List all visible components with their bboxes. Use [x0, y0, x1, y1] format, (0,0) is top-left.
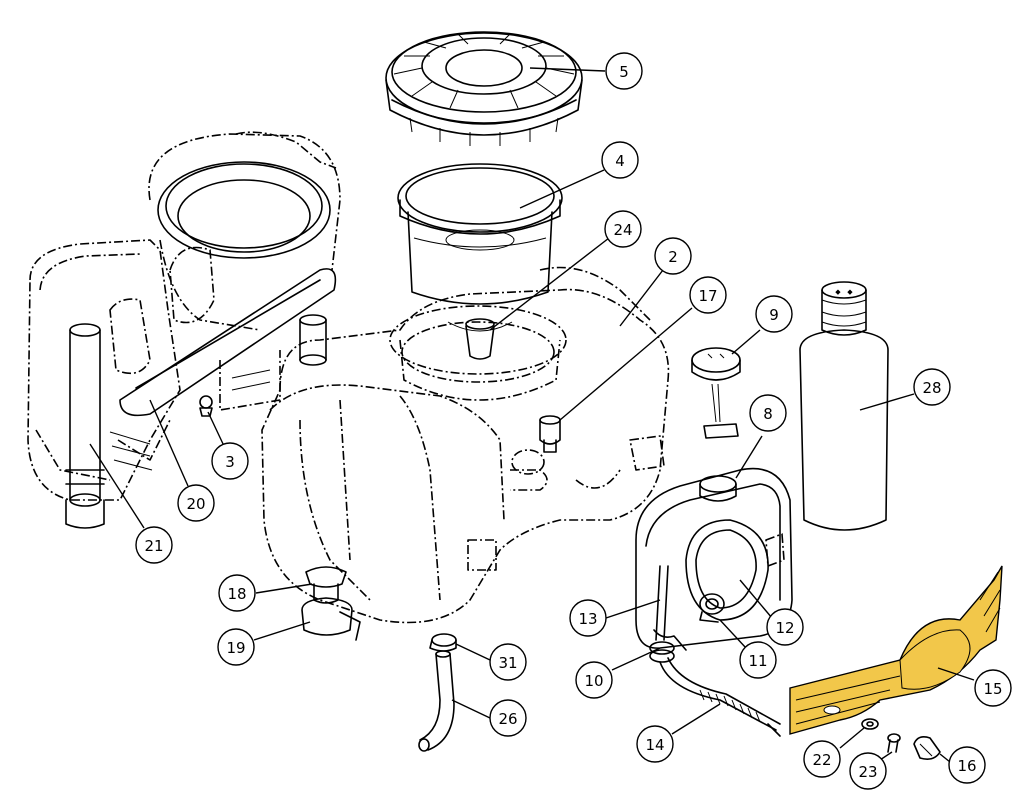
callout-4: 4	[601, 141, 639, 179]
callout-24: 24	[604, 210, 642, 248]
callout-14: 14	[636, 725, 674, 763]
svg-text:13: 13	[578, 610, 597, 628]
svg-text:5: 5	[619, 63, 629, 81]
svg-text:26: 26	[498, 710, 517, 728]
callout-12: 12	[766, 608, 804, 646]
callout-15: 15	[974, 669, 1012, 707]
part-21-left-tank	[27, 239, 181, 529]
svg-text:28: 28	[922, 379, 941, 397]
part-4-filter-element	[397, 163, 563, 305]
svg-text:11: 11	[748, 652, 767, 670]
part-26-hose	[418, 650, 455, 752]
callout-20: 20	[177, 484, 215, 522]
callout-19: 19	[217, 628, 255, 666]
part-24-strainer	[447, 318, 513, 360]
part-2-main-tank	[261, 266, 670, 624]
leader-lines	[89, 67, 975, 763]
svg-text:24: 24	[613, 221, 632, 239]
svg-text:21: 21	[144, 537, 163, 555]
callout-13: 13	[569, 599, 607, 637]
callout-11: 11	[739, 641, 777, 679]
callout-23: 23	[849, 752, 887, 790]
svg-text:10: 10	[584, 672, 603, 690]
callout-26: 26	[489, 699, 527, 737]
part-15-strap-highlighted	[789, 565, 1003, 735]
part-5-filter-cover	[385, 31, 583, 146]
part-13-pickup-tube	[653, 565, 687, 651]
callout-18: 18	[218, 574, 256, 612]
callout-2: 2	[654, 237, 692, 275]
svg-text:15: 15	[983, 680, 1002, 698]
svg-text:◆: ◆	[847, 288, 853, 296]
part-18-19-drain-valve	[301, 566, 361, 641]
svg-text:9: 9	[769, 306, 779, 324]
callout-8: 8	[749, 394, 787, 432]
svg-text:20: 20	[186, 495, 205, 513]
svg-text:12: 12	[775, 619, 794, 637]
callout-16: 16	[948, 746, 986, 784]
part-22-washer	[861, 718, 879, 730]
part-17-valve	[539, 415, 561, 453]
part-31-clamp	[429, 633, 457, 652]
part-14-fuel-hose	[659, 657, 781, 737]
svg-text:◆: ◆	[835, 288, 841, 296]
part-23-screw	[887, 733, 901, 753]
svg-text:18: 18	[227, 585, 246, 603]
part-9-fuel-cap	[691, 347, 741, 439]
callout-10: 10	[575, 661, 613, 699]
svg-text:3: 3	[225, 453, 235, 471]
part-16-knob	[913, 736, 941, 760]
callout-5: 5	[605, 52, 643, 90]
svg-text:23: 23	[858, 763, 877, 781]
callout-17: 17	[689, 276, 727, 314]
svg-text:14: 14	[645, 736, 664, 754]
callout-21: 21	[135, 526, 173, 564]
part-11-grommet	[699, 593, 725, 623]
callout-31: 31	[489, 643, 527, 681]
svg-text:16: 16	[957, 757, 976, 775]
svg-text:17: 17	[698, 287, 717, 305]
callout-28: 28	[913, 368, 951, 406]
part-28-bottle: ◆ ◆	[799, 281, 889, 531]
svg-text:31: 31	[498, 654, 517, 672]
svg-text:8: 8	[763, 405, 773, 423]
callout-9: 9	[755, 295, 793, 333]
svg-text:19: 19	[226, 639, 245, 657]
part-20-blower-housing	[109, 131, 341, 417]
svg-text:2: 2	[668, 248, 678, 266]
svg-text:22: 22	[812, 751, 831, 769]
callout-3: 3	[211, 442, 249, 480]
callout-22: 22	[803, 740, 841, 778]
part-3-fitting	[199, 395, 213, 417]
part-10-grommet	[649, 641, 675, 663]
svg-text:4: 4	[615, 152, 625, 170]
